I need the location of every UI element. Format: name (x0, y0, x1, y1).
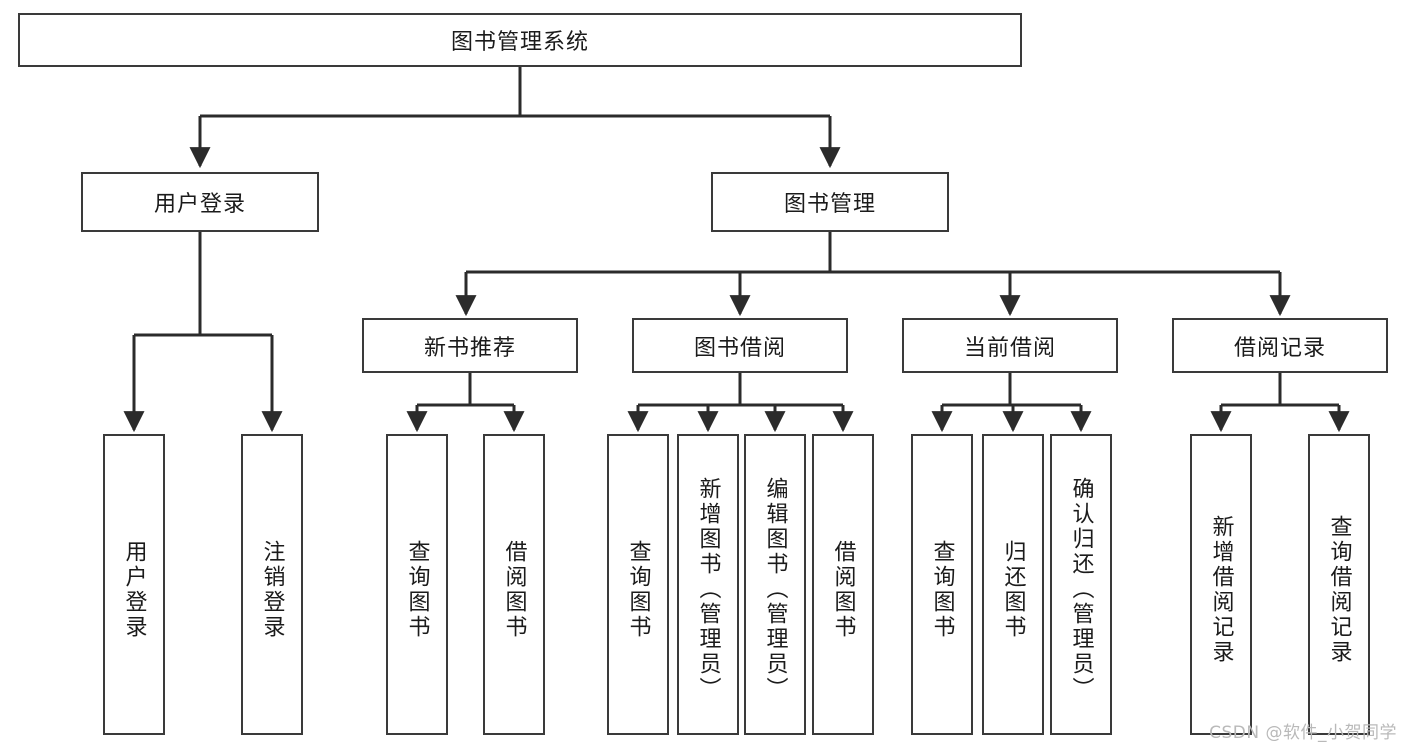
leaf-add-book-admin[interactable]: 新增图书（管理员） (677, 434, 739, 735)
node-label: 归还图书 (1000, 539, 1026, 640)
leaf-add-borrow-record[interactable]: 新增借阅记录 (1190, 434, 1252, 735)
node-label: 当前借阅 (963, 335, 1056, 361)
node-label: 用户登录 (121, 539, 147, 640)
node-label: 借阅图书 (501, 539, 527, 640)
node-label: 图书借阅 (693, 335, 786, 361)
leaf-return-book[interactable]: 归还图书 (982, 434, 1044, 735)
node-book-borrow[interactable]: 图书借阅 (632, 318, 848, 373)
node-user-login[interactable]: 用户登录 (81, 172, 319, 232)
node-label: 图书管理 (783, 192, 876, 217)
watermark-text: CSDN @软件_小贺同学 (1209, 723, 1397, 743)
node-label: 确认归还（管理员） (1068, 477, 1094, 702)
leaf-query-borrow-record[interactable]: 查询借阅记录 (1308, 434, 1370, 735)
node-label: 用户登录 (153, 192, 246, 217)
node-label: 编辑图书（管理员） (762, 477, 788, 702)
leaf-edit-book-admin[interactable]: 编辑图书（管理员） (744, 434, 806, 735)
node-root-system[interactable]: 图书管理系统 (18, 13, 1022, 67)
node-label: 新增图书（管理员） (695, 477, 721, 702)
node-label: 借阅图书 (830, 539, 856, 640)
node-label: 查询图书 (929, 539, 955, 640)
node-new-book-recommend[interactable]: 新书推荐 (362, 318, 578, 373)
node-label: 查询图书 (404, 539, 430, 640)
leaf-user-login[interactable]: 用户登录 (103, 434, 165, 735)
node-label: 新增借阅记录 (1208, 514, 1234, 665)
leaf-borrow-book[interactable]: 借阅图书 (812, 434, 874, 735)
leaf-query-book-current[interactable]: 查询图书 (911, 434, 973, 735)
node-label: 图书管理系统 (450, 30, 589, 55)
leaf-borrow-book-recommend[interactable]: 借阅图书 (483, 434, 545, 735)
node-label: 借阅记录 (1233, 335, 1326, 361)
leaf-query-book-recommend[interactable]: 查询图书 (386, 434, 448, 735)
node-label: 新书推荐 (423, 335, 516, 361)
node-label: 查询借阅记录 (1326, 514, 1352, 665)
node-book-management[interactable]: 图书管理 (711, 172, 949, 232)
node-label: 查询图书 (625, 539, 651, 640)
leaf-logout[interactable]: 注销登录 (241, 434, 303, 735)
node-label: 注销登录 (259, 539, 285, 640)
node-current-borrow[interactable]: 当前借阅 (902, 318, 1118, 373)
leaf-confirm-return-admin[interactable]: 确认归还（管理员） (1050, 434, 1112, 735)
leaf-query-book-borrow[interactable]: 查询图书 (607, 434, 669, 735)
node-borrow-record[interactable]: 借阅记录 (1172, 318, 1388, 373)
